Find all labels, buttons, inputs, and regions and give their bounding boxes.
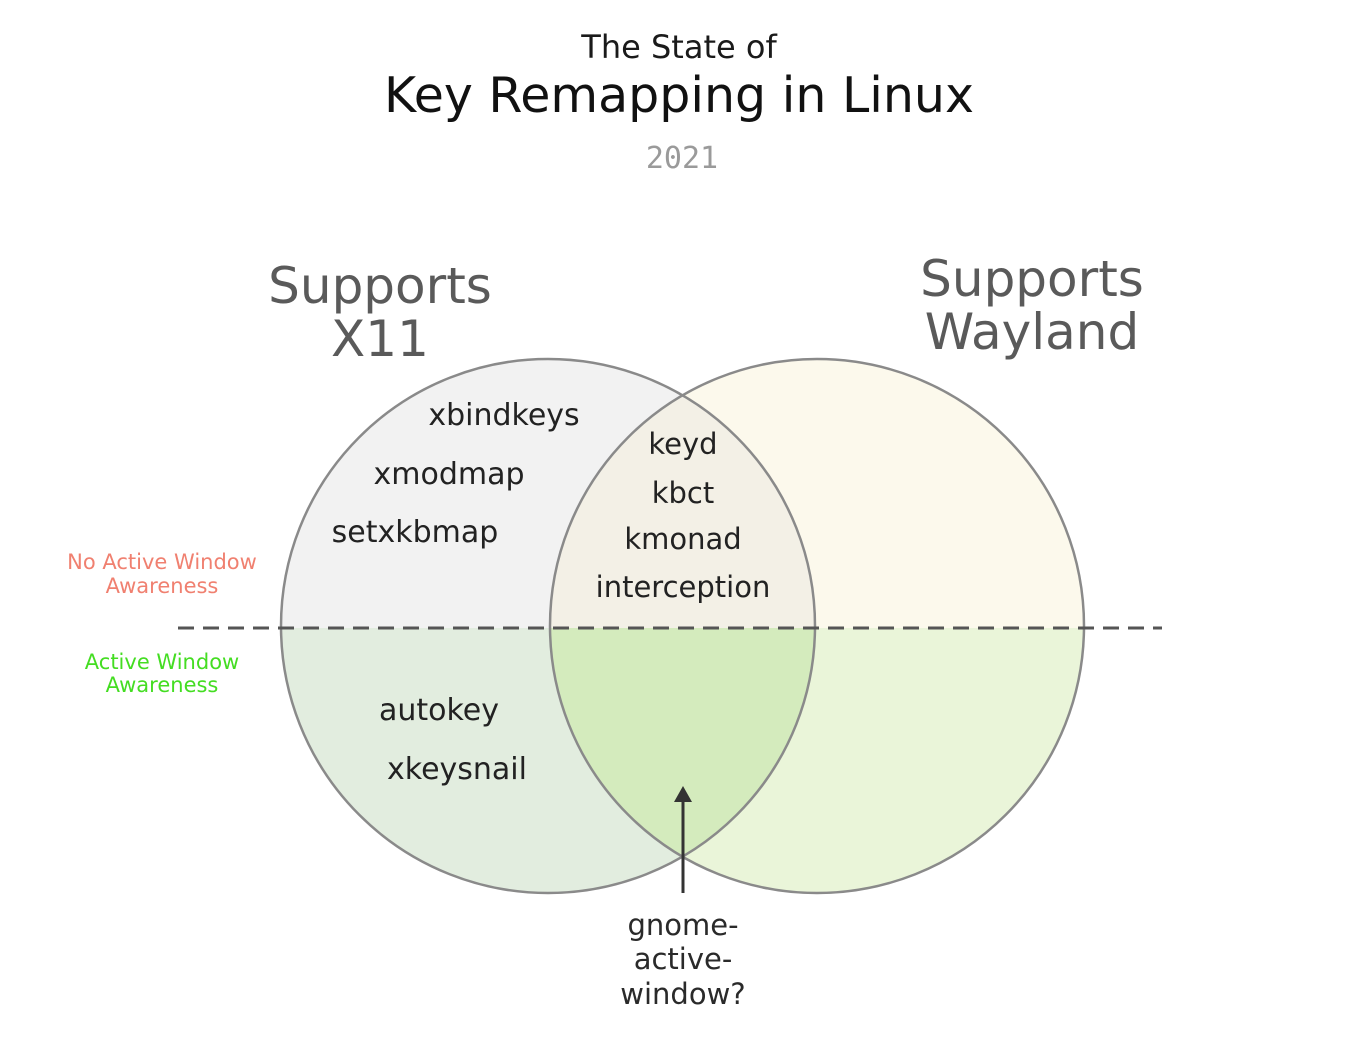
- x11-set-label-line1: Supports: [268, 257, 492, 315]
- callout-gnome-line1: gnome-: [627, 908, 738, 942]
- wayland-set-label-line2: Wayland: [925, 303, 1139, 361]
- page-title: Key Remapping in Linux: [384, 67, 974, 124]
- overlap-top-fill: [550, 359, 815, 628]
- tool-kmonad: kmonad: [624, 522, 741, 556]
- title-superscript: The State of: [580, 28, 777, 66]
- row-label-no-awareness-line1: No Active Window: [67, 550, 257, 574]
- callout-arrowhead: [674, 786, 692, 802]
- tool-xkeysnail: xkeysnail: [387, 752, 527, 787]
- tool-xmodmap: xmodmap: [373, 457, 524, 492]
- wayland-set-label-line1: Supports: [920, 250, 1144, 308]
- callout-gnome-line2: active-: [634, 942, 733, 976]
- row-label-no-awareness-line2: Awareness: [106, 574, 219, 598]
- tool-kbct: kbct: [652, 476, 715, 510]
- tool-autokey: autokey: [379, 693, 499, 728]
- tool-setxkbmap: setxkbmap: [332, 515, 499, 550]
- year-label: 2021: [646, 141, 718, 176]
- x11-set-label-line2: X11: [331, 310, 429, 368]
- tool-interception: interception: [596, 570, 771, 604]
- tool-xbindkeys: xbindkeys: [428, 398, 579, 433]
- callout-gnome-line3: window?: [620, 977, 745, 1011]
- tool-keyd: keyd: [648, 427, 717, 461]
- wayland-circle-outline: [548, 357, 1086, 895]
- row-label-awareness-line1: Active Window: [85, 650, 239, 674]
- x11-circle-outline: [279, 357, 817, 895]
- row-label-awareness-line2: Awareness: [106, 673, 219, 697]
- overlap-bottom-fill: [550, 628, 815, 893]
